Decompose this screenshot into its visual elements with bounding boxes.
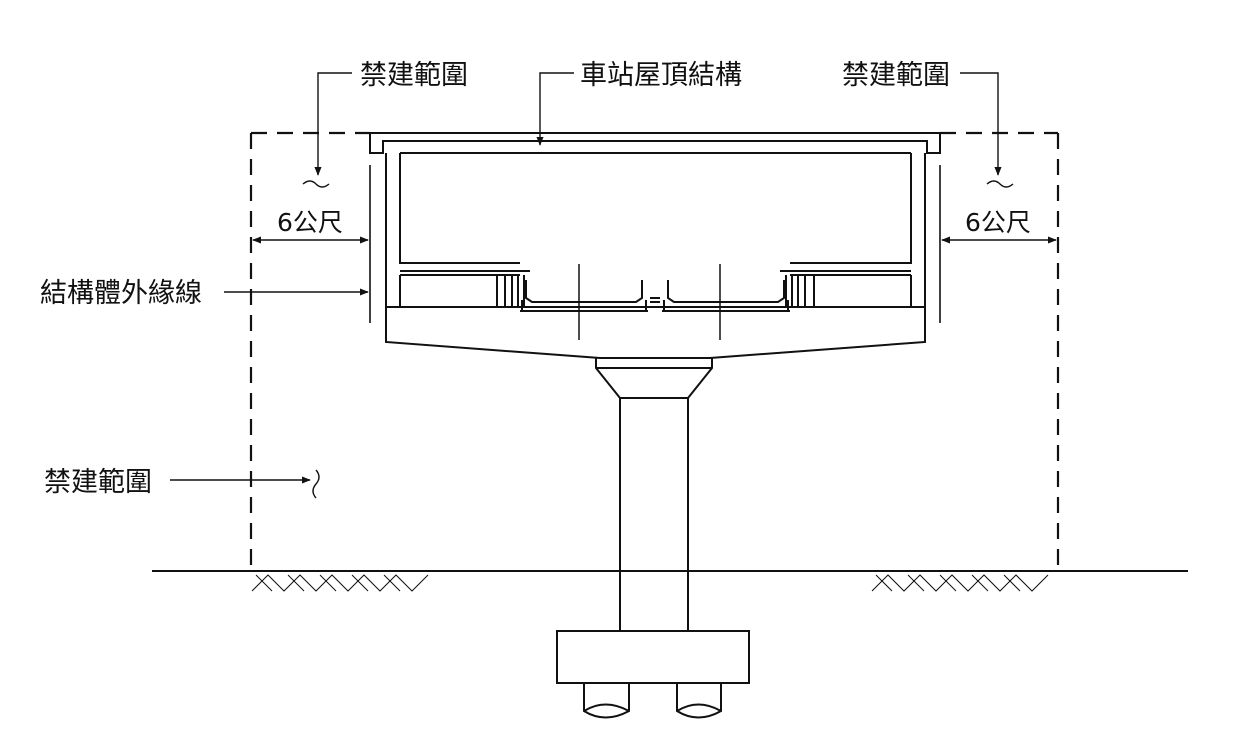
label-station-roof: 車站屋頂結構: [580, 60, 742, 91]
track-left: [520, 280, 648, 312]
pier-cap: [595, 358, 713, 399]
label-distance-right: 6公尺: [965, 208, 1031, 237]
structure-edge-lines: [369, 165, 941, 323]
pier-column: [619, 398, 689, 631]
label-distance-left: 6公尺: [277, 208, 343, 237]
label-no-build-zone-top-left: 禁建範圍: [360, 60, 468, 91]
track-right: [662, 280, 790, 312]
label-structure-edge: 結構體外緣線: [40, 278, 202, 309]
roof-slab: [369, 132, 941, 154]
pile-left: [583, 683, 630, 719]
footing: [556, 630, 750, 684]
soil-hatch-left: [251, 574, 429, 592]
station-structure: [369, 132, 941, 719]
girder-outline: [385, 153, 926, 359]
pile-right: [676, 683, 722, 719]
no-build-zone-boundary: [249, 131, 1060, 570]
label-no-build-zone-lower: 禁建範圍: [44, 467, 152, 498]
label-no-build-zone-top-right: 禁建範圍: [842, 60, 950, 91]
wave-marks: [302, 180, 1014, 499]
leader-lines: [170, 72, 1002, 484]
soil-hatch-right: [871, 574, 1049, 592]
